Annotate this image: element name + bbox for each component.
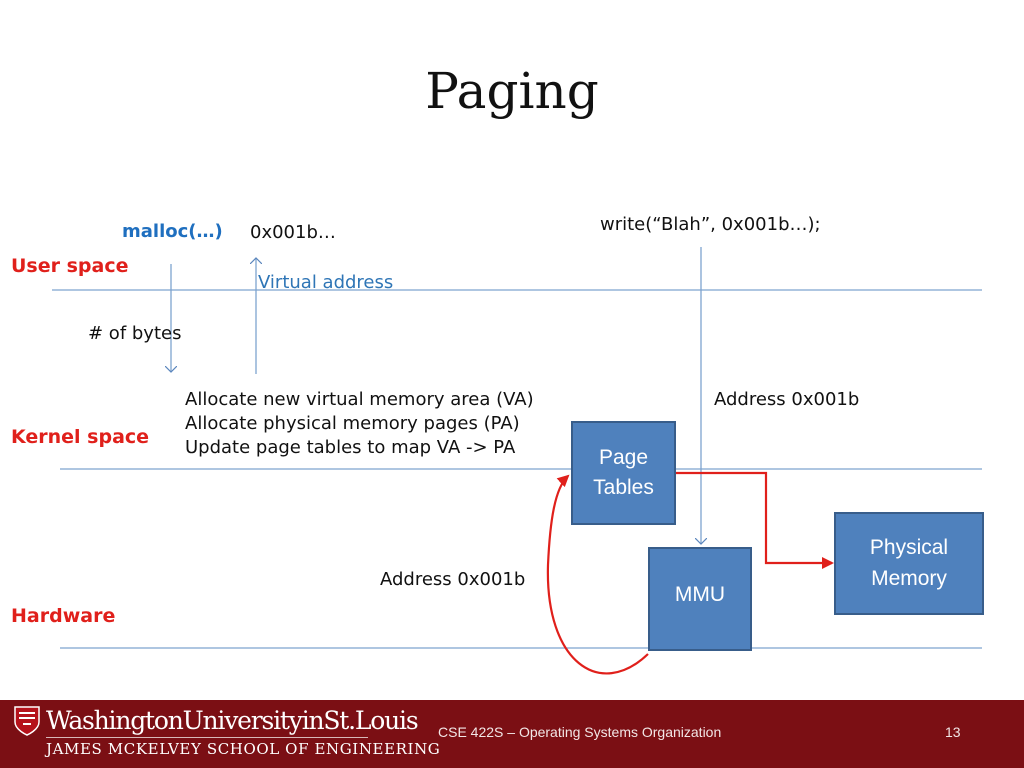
kernel-step-1: Allocate new virtual memory area (VA) xyxy=(185,389,534,410)
physical-memory-label-line2: Memory xyxy=(871,566,947,590)
mmu-to-page-tables-arrow xyxy=(546,474,649,675)
malloc-return-address: 0x001b… xyxy=(250,222,336,243)
zone-label-hardware: Hardware xyxy=(11,605,116,627)
page-number: 13 xyxy=(945,724,961,740)
address-label-right: Address 0x001b xyxy=(714,389,860,410)
university-shield-icon xyxy=(14,706,40,736)
kernel-step-2: Allocate physical memory pages (PA) xyxy=(185,413,520,434)
page-tables-box: Page Tables xyxy=(571,421,676,525)
kernel-step-3: Update page tables to map VA -> PA xyxy=(185,437,516,458)
page-tables-label-line1: Page xyxy=(598,445,649,469)
zone-label-user: User space xyxy=(11,255,129,277)
zone-label-kernel: Kernel space xyxy=(11,426,150,448)
malloc-call: malloc(…) xyxy=(122,221,223,242)
page-tables-label-line2: Tables xyxy=(593,476,654,499)
physical-memory-box: Physical Memory xyxy=(834,512,984,615)
footer-bar: WashingtonUniversityinSt.Louis JAMES MCK… xyxy=(0,700,1024,768)
slide-title: Paging xyxy=(425,62,599,120)
diagram-connectors xyxy=(52,247,982,675)
course-name: CSE 422S – Operating Systems Organizatio… xyxy=(438,724,722,740)
write-call: write(“Blah”, 0x001b…); xyxy=(600,214,821,235)
virtual-address-label: Virtual address xyxy=(258,272,394,293)
address-label-left: Address 0x001b xyxy=(380,569,526,590)
page-tables-to-memory-arrow xyxy=(676,471,834,569)
physical-memory-label-line1: Physical xyxy=(869,536,949,560)
school-wordmark: JAMES MCKELVEY SCHOOL OF ENGINEERING xyxy=(46,740,441,758)
mmu-box: MMU xyxy=(648,547,752,651)
bytes-label: # of bytes xyxy=(88,323,182,344)
university-wordmark: WashingtonUniversityinSt.Louis xyxy=(46,706,419,735)
logo-divider xyxy=(46,737,368,738)
mmu-label: MMU xyxy=(674,582,726,606)
